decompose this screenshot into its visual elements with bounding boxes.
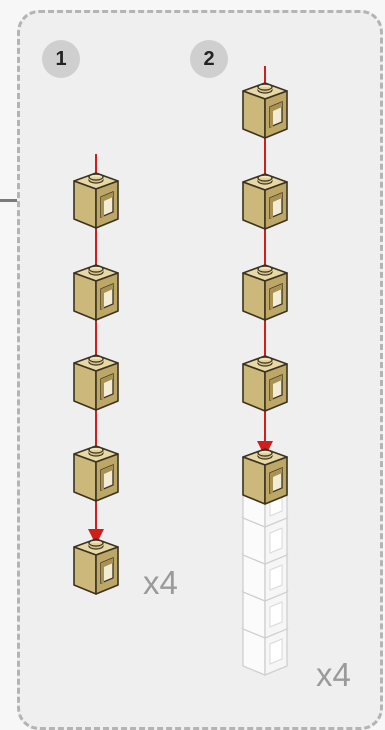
- step-1-block-icon: [73, 354, 119, 411]
- assembly-illustration: [73, 66, 288, 676]
- step-2-block-icon: [242, 264, 288, 321]
- panel-connector-line: [0, 199, 17, 202]
- step-1-block-icon: [73, 445, 119, 502]
- step-1-quantity: x4: [143, 564, 178, 601]
- step-1-badge: 1: [42, 40, 80, 78]
- step-2-quantity: x4: [316, 656, 351, 693]
- step-1-block-icon: [73, 538, 119, 595]
- step-2-block-icon: [242, 82, 288, 139]
- step-1-block-icon: [73, 264, 119, 321]
- step-2-badge: 2: [190, 40, 228, 78]
- step-2-block-icon: [242, 355, 288, 412]
- step-1-block-icon: [73, 172, 119, 229]
- step-2-block-icon: [242, 173, 288, 230]
- step-2-block-icon: [242, 448, 288, 505]
